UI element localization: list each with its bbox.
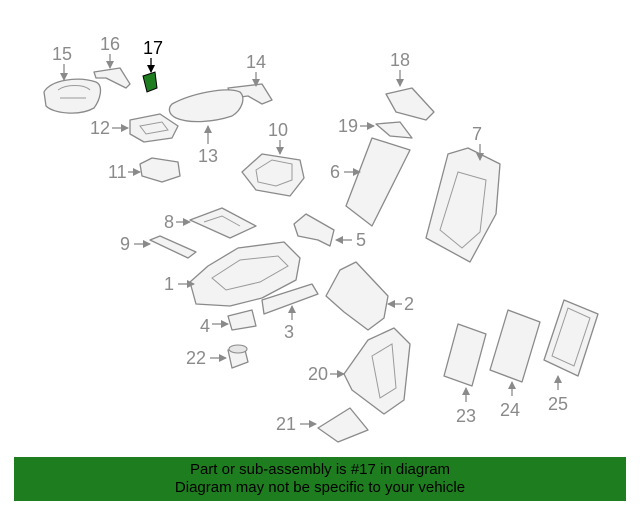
callout-25: 25 [548,394,568,414]
callout-14: 14 [246,52,266,72]
callout-20: 20 [308,364,328,384]
callout-7: 7 [472,124,482,144]
part-6[interactable] [345,137,411,227]
callout-5: 5 [356,230,366,250]
part-18[interactable] [385,87,435,121]
callout-19: 19 [338,116,358,136]
part-7[interactable] [425,147,501,263]
part-12[interactable] [129,113,179,143]
part-25[interactable] [543,299,599,377]
part-16[interactable] [93,67,131,89]
banner-line-1: Part or sub-assembly is #17 in diagram [189,461,451,478]
part-23[interactable] [443,323,487,387]
part-21[interactable] [317,407,369,443]
part-5[interactable] [293,213,335,247]
callout-1: 1 [164,274,174,294]
callout-6: 6 [330,162,340,182]
callout-23: 23 [456,406,476,426]
callout-9: 9 [120,234,130,254]
part-3[interactable] [261,283,319,315]
callout-10: 10 [268,120,288,140]
callout-21: 21 [276,414,296,434]
info-banner: Part or sub-assembly is #17 in diagram D… [14,457,626,501]
callout-18: 18 [390,50,410,70]
part-13[interactable] [168,89,244,123]
callout-11: 11 [108,162,127,182]
callout-16: 16 [100,34,120,54]
callout-4: 4 [200,316,210,336]
part-11[interactable] [139,157,181,183]
parts-diagram: 15 16 17 14 13 12 11 10 18 [43,34,599,443]
part-20[interactable] [343,327,411,415]
part-19[interactable] [375,121,413,139]
part-24[interactable] [489,309,541,383]
callout-13: 13 [198,146,218,166]
callout-15: 15 [52,44,72,64]
callout-8: 8 [164,212,174,232]
callout-24: 24 [500,400,520,420]
callout-22: 22 [186,348,206,368]
part-8[interactable] [189,207,257,239]
callout-12: 12 [90,118,110,138]
callout-3: 3 [284,322,294,342]
callout-17: 17 [143,38,163,58]
part-1[interactable] [189,241,301,307]
part-2[interactable] [325,261,389,331]
callout-2: 2 [404,294,414,314]
part-15[interactable] [43,78,102,114]
banner-line-2: Diagram may not be specific to your vehi… [174,479,466,496]
part-10[interactable] [241,153,305,197]
part-22[interactable] [227,344,249,369]
part-17[interactable] [142,71,158,93]
part-4[interactable] [227,309,257,331]
part-9[interactable] [149,235,197,259]
